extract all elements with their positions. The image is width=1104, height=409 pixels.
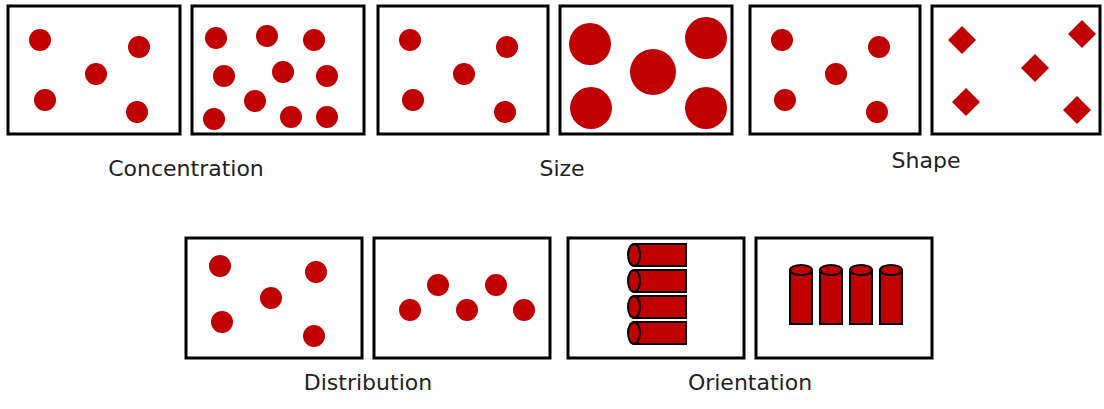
panel-caption: Concentration	[108, 156, 264, 182]
panel-caption: Orientation	[688, 370, 812, 396]
panel-caption: Distribution	[304, 370, 432, 396]
panel-caption: Size	[539, 156, 584, 182]
panel-caption: Shape	[892, 148, 961, 174]
